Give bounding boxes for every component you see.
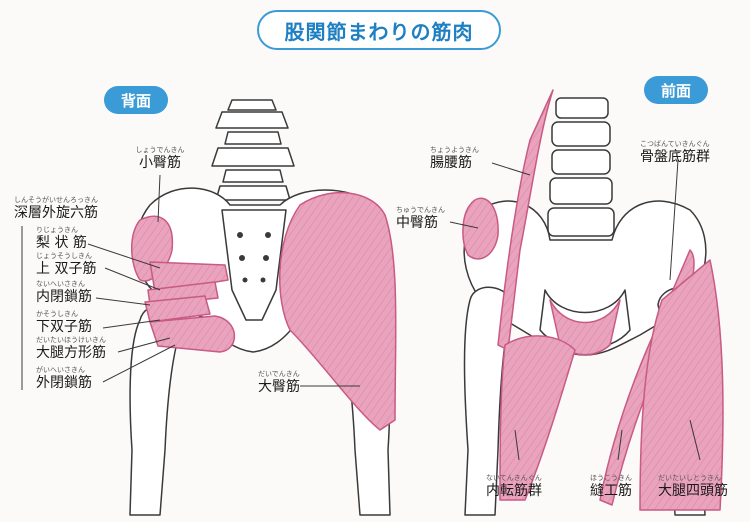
front-view — [462, 89, 724, 516]
muscle-iliopsoas — [497, 89, 554, 351]
muscle-quadratus-femoris — [149, 315, 236, 353]
label-quadriceps: だいたいしとうきん 大腿四頭筋 — [658, 474, 728, 499]
label-deep-rotators: しんそうがいせんろっきん 深層外旋六筋 — [14, 196, 98, 221]
muscle-gluteus-maximus — [279, 192, 397, 431]
label-quadratus-femoris: だいたいほうけいきん 大腿方形筋 — [36, 336, 106, 361]
leader-lines — [21, 159, 701, 461]
front-view-badge: 前面 — [644, 76, 708, 104]
page-title-pill: 股関節まわりの筋肉 — [257, 10, 501, 50]
label-iliopsoas: ちょうようきん 腸腰筋 — [430, 146, 479, 171]
label-small-gluteal: しょうでんきん 小臀筋 — [135, 146, 185, 171]
label-gluteus-medius: ちゅうでんきん 中臀筋 — [396, 206, 445, 231]
back-lumbar-spine — [211, 99, 295, 201]
front-lumbar-spine — [547, 97, 615, 237]
muscle-quadriceps — [639, 259, 724, 511]
label-adductors: ないてんきんぐん 内転筋群 — [486, 474, 542, 499]
label-piriformis: りじょうきん 梨 状 筋 — [36, 226, 87, 251]
label-obturator-externus: がいへいさきん 外閉鎖筋 — [36, 366, 92, 391]
page-title: 股関節まわりの筋肉 — [284, 19, 474, 44]
back-view-badge: 背面 — [104, 86, 168, 114]
back-view — [129, 99, 397, 516]
muscle-piriformis — [149, 261, 229, 293]
label-superior-gemellus: じょうそうしきん 上 双子筋 — [36, 252, 97, 277]
label-inferior-gemellus: かそうしきん 下双子筋 — [36, 310, 92, 335]
label-pelvic-floor: こつばんていきんぐん 骨盤底筋群 — [640, 140, 710, 165]
back-view-label: 背面 — [120, 91, 151, 110]
back-sacrum — [221, 209, 287, 321]
front-view-label: 前面 — [660, 81, 691, 100]
label-sartorius: ほうこうきん 縫工筋 — [590, 474, 632, 499]
muscle-gluteus-medius — [462, 197, 499, 260]
sacral-foramina — [237, 232, 271, 283]
label-obturator-internus: ないへいさきん 内閉鎖筋 — [36, 280, 92, 305]
label-gluteus-maximus: だいでんきん 大臀筋 — [258, 370, 300, 395]
muscle-obturator-internus — [144, 295, 211, 323]
